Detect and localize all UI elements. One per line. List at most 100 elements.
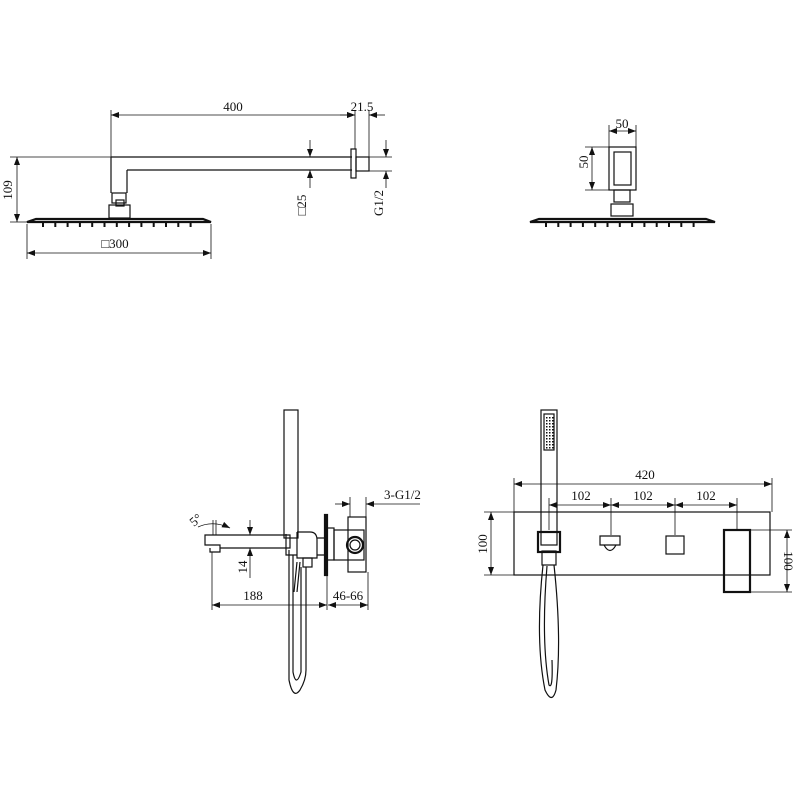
dim-arm-length: 400 bbox=[223, 99, 243, 114]
spray-hole bbox=[552, 426, 554, 428]
nozzle bbox=[115, 223, 118, 227]
dimension-420: 420 bbox=[513, 467, 773, 512]
nozzle bbox=[78, 223, 81, 227]
spray-hole bbox=[549, 432, 551, 434]
dimension-21-5: 21.5 bbox=[340, 99, 385, 157]
dimension-g1-2: G1/2 bbox=[369, 140, 392, 216]
dim-height: 109 bbox=[0, 180, 15, 200]
dim-arm-section: □25 bbox=[294, 195, 309, 216]
mixer-handle bbox=[722, 528, 752, 594]
dimension-50-width: 50 bbox=[608, 116, 637, 147]
dim-thread: G1/2 bbox=[371, 190, 386, 216]
dimension-100-right: 100 bbox=[750, 529, 796, 593]
spray-hole bbox=[549, 447, 551, 449]
spray-hole bbox=[552, 420, 554, 422]
spray-hole bbox=[546, 429, 548, 431]
spray-hole bbox=[546, 438, 548, 440]
spray-hole bbox=[549, 435, 551, 437]
nozzle bbox=[655, 223, 658, 227]
nozzle bbox=[140, 223, 143, 227]
rain-shower-front-view: 50 50 bbox=[529, 116, 716, 227]
nozzle bbox=[668, 223, 670, 227]
dim-overall-width: 420 bbox=[635, 467, 655, 482]
nozzle bbox=[152, 223, 155, 227]
dim-wall-depth: 46-66 bbox=[333, 588, 364, 603]
nozzle bbox=[189, 223, 192, 227]
dim-spacing-2: 102 bbox=[633, 488, 653, 503]
dim-plate-height: 100 bbox=[475, 534, 490, 554]
dimension-300: □300 bbox=[26, 224, 212, 259]
shower-arm bbox=[108, 148, 370, 219]
nozzle bbox=[643, 223, 646, 227]
nozzle bbox=[692, 223, 695, 227]
spout bbox=[204, 534, 291, 553]
spray-hole bbox=[549, 420, 551, 422]
dim-spacing-1: 102 bbox=[571, 488, 591, 503]
dimension-14: 14 bbox=[235, 520, 253, 578]
dimension-inlet: 3-G1/2 bbox=[335, 487, 421, 517]
dim-handle-height: 100 bbox=[781, 551, 796, 571]
dimension-188: 188 46-66 bbox=[211, 552, 369, 610]
nozzle bbox=[680, 223, 683, 227]
nozzle bbox=[165, 223, 167, 227]
rain-shower-side-view: 400 21.5 □25 G1/2 109 □300 bbox=[0, 99, 392, 259]
dimension-50-height: 50 bbox=[576, 146, 609, 191]
bath-mixer-front-view: 420 102 102 102 100 100 bbox=[475, 409, 796, 699]
nozzle bbox=[91, 223, 94, 227]
spray-hole bbox=[549, 441, 551, 443]
spray-hole bbox=[552, 417, 554, 419]
spray-hole bbox=[549, 417, 551, 419]
nozzle bbox=[606, 223, 609, 227]
bath-mixer-side-view: 5° 14 188 46-66 3-G1/2 bbox=[186, 409, 421, 694]
spray-hole bbox=[552, 438, 554, 440]
dim-inlet-thread: 3-G1/2 bbox=[384, 487, 421, 502]
nozzle bbox=[103, 223, 106, 227]
spray-hole bbox=[546, 423, 548, 425]
spray-hole bbox=[546, 426, 548, 428]
nozzle bbox=[128, 223, 131, 227]
spray-hole bbox=[549, 423, 551, 425]
nozzle bbox=[618, 223, 621, 227]
spray-hole bbox=[546, 441, 548, 443]
dimension-102: 102 102 102 bbox=[548, 488, 738, 535]
nozzle bbox=[42, 223, 44, 227]
dimension-400: 400 bbox=[110, 99, 356, 157]
spray-hole bbox=[549, 438, 551, 440]
hand-shower bbox=[540, 409, 558, 546]
nozzle bbox=[545, 223, 547, 227]
spray-hole bbox=[549, 426, 551, 428]
nozzle bbox=[66, 223, 69, 227]
dim-arm-width: 50 bbox=[616, 116, 629, 131]
spray-hole bbox=[552, 432, 554, 434]
nozzle bbox=[557, 223, 560, 227]
spray-hole bbox=[546, 417, 548, 419]
dim-flange-depth: 21.5 bbox=[351, 99, 374, 114]
spray-hole bbox=[549, 429, 551, 431]
spray-hole bbox=[552, 429, 554, 431]
dim-arm-height: 50 bbox=[576, 156, 591, 169]
spray-hole bbox=[546, 447, 548, 449]
dim-spacing-3: 102 bbox=[696, 488, 716, 503]
dimension-109: 109 bbox=[0, 156, 111, 223]
dimension-5-degree: 5° bbox=[186, 510, 231, 535]
spray-hole bbox=[546, 435, 548, 437]
spray-hole bbox=[552, 447, 554, 449]
dimension-25: □25 bbox=[294, 140, 313, 216]
dim-head-size: □300 bbox=[101, 236, 128, 251]
dim-spout-projection: 188 bbox=[243, 588, 263, 603]
spray-hole bbox=[546, 420, 548, 422]
dimension-100-left: 100 bbox=[475, 511, 514, 576]
nozzle bbox=[54, 223, 57, 227]
spray-hole bbox=[549, 444, 551, 446]
nozzle bbox=[581, 223, 584, 227]
spray-hole bbox=[546, 432, 548, 434]
spray-hole bbox=[552, 435, 554, 437]
hand-shower bbox=[283, 409, 299, 539]
nozzle bbox=[569, 223, 572, 227]
nozzle bbox=[594, 223, 597, 227]
dim-spout-tilt: 5° bbox=[186, 510, 205, 529]
spray-hole bbox=[546, 444, 548, 446]
nozzle bbox=[631, 223, 634, 227]
wall-plate bbox=[513, 511, 771, 576]
